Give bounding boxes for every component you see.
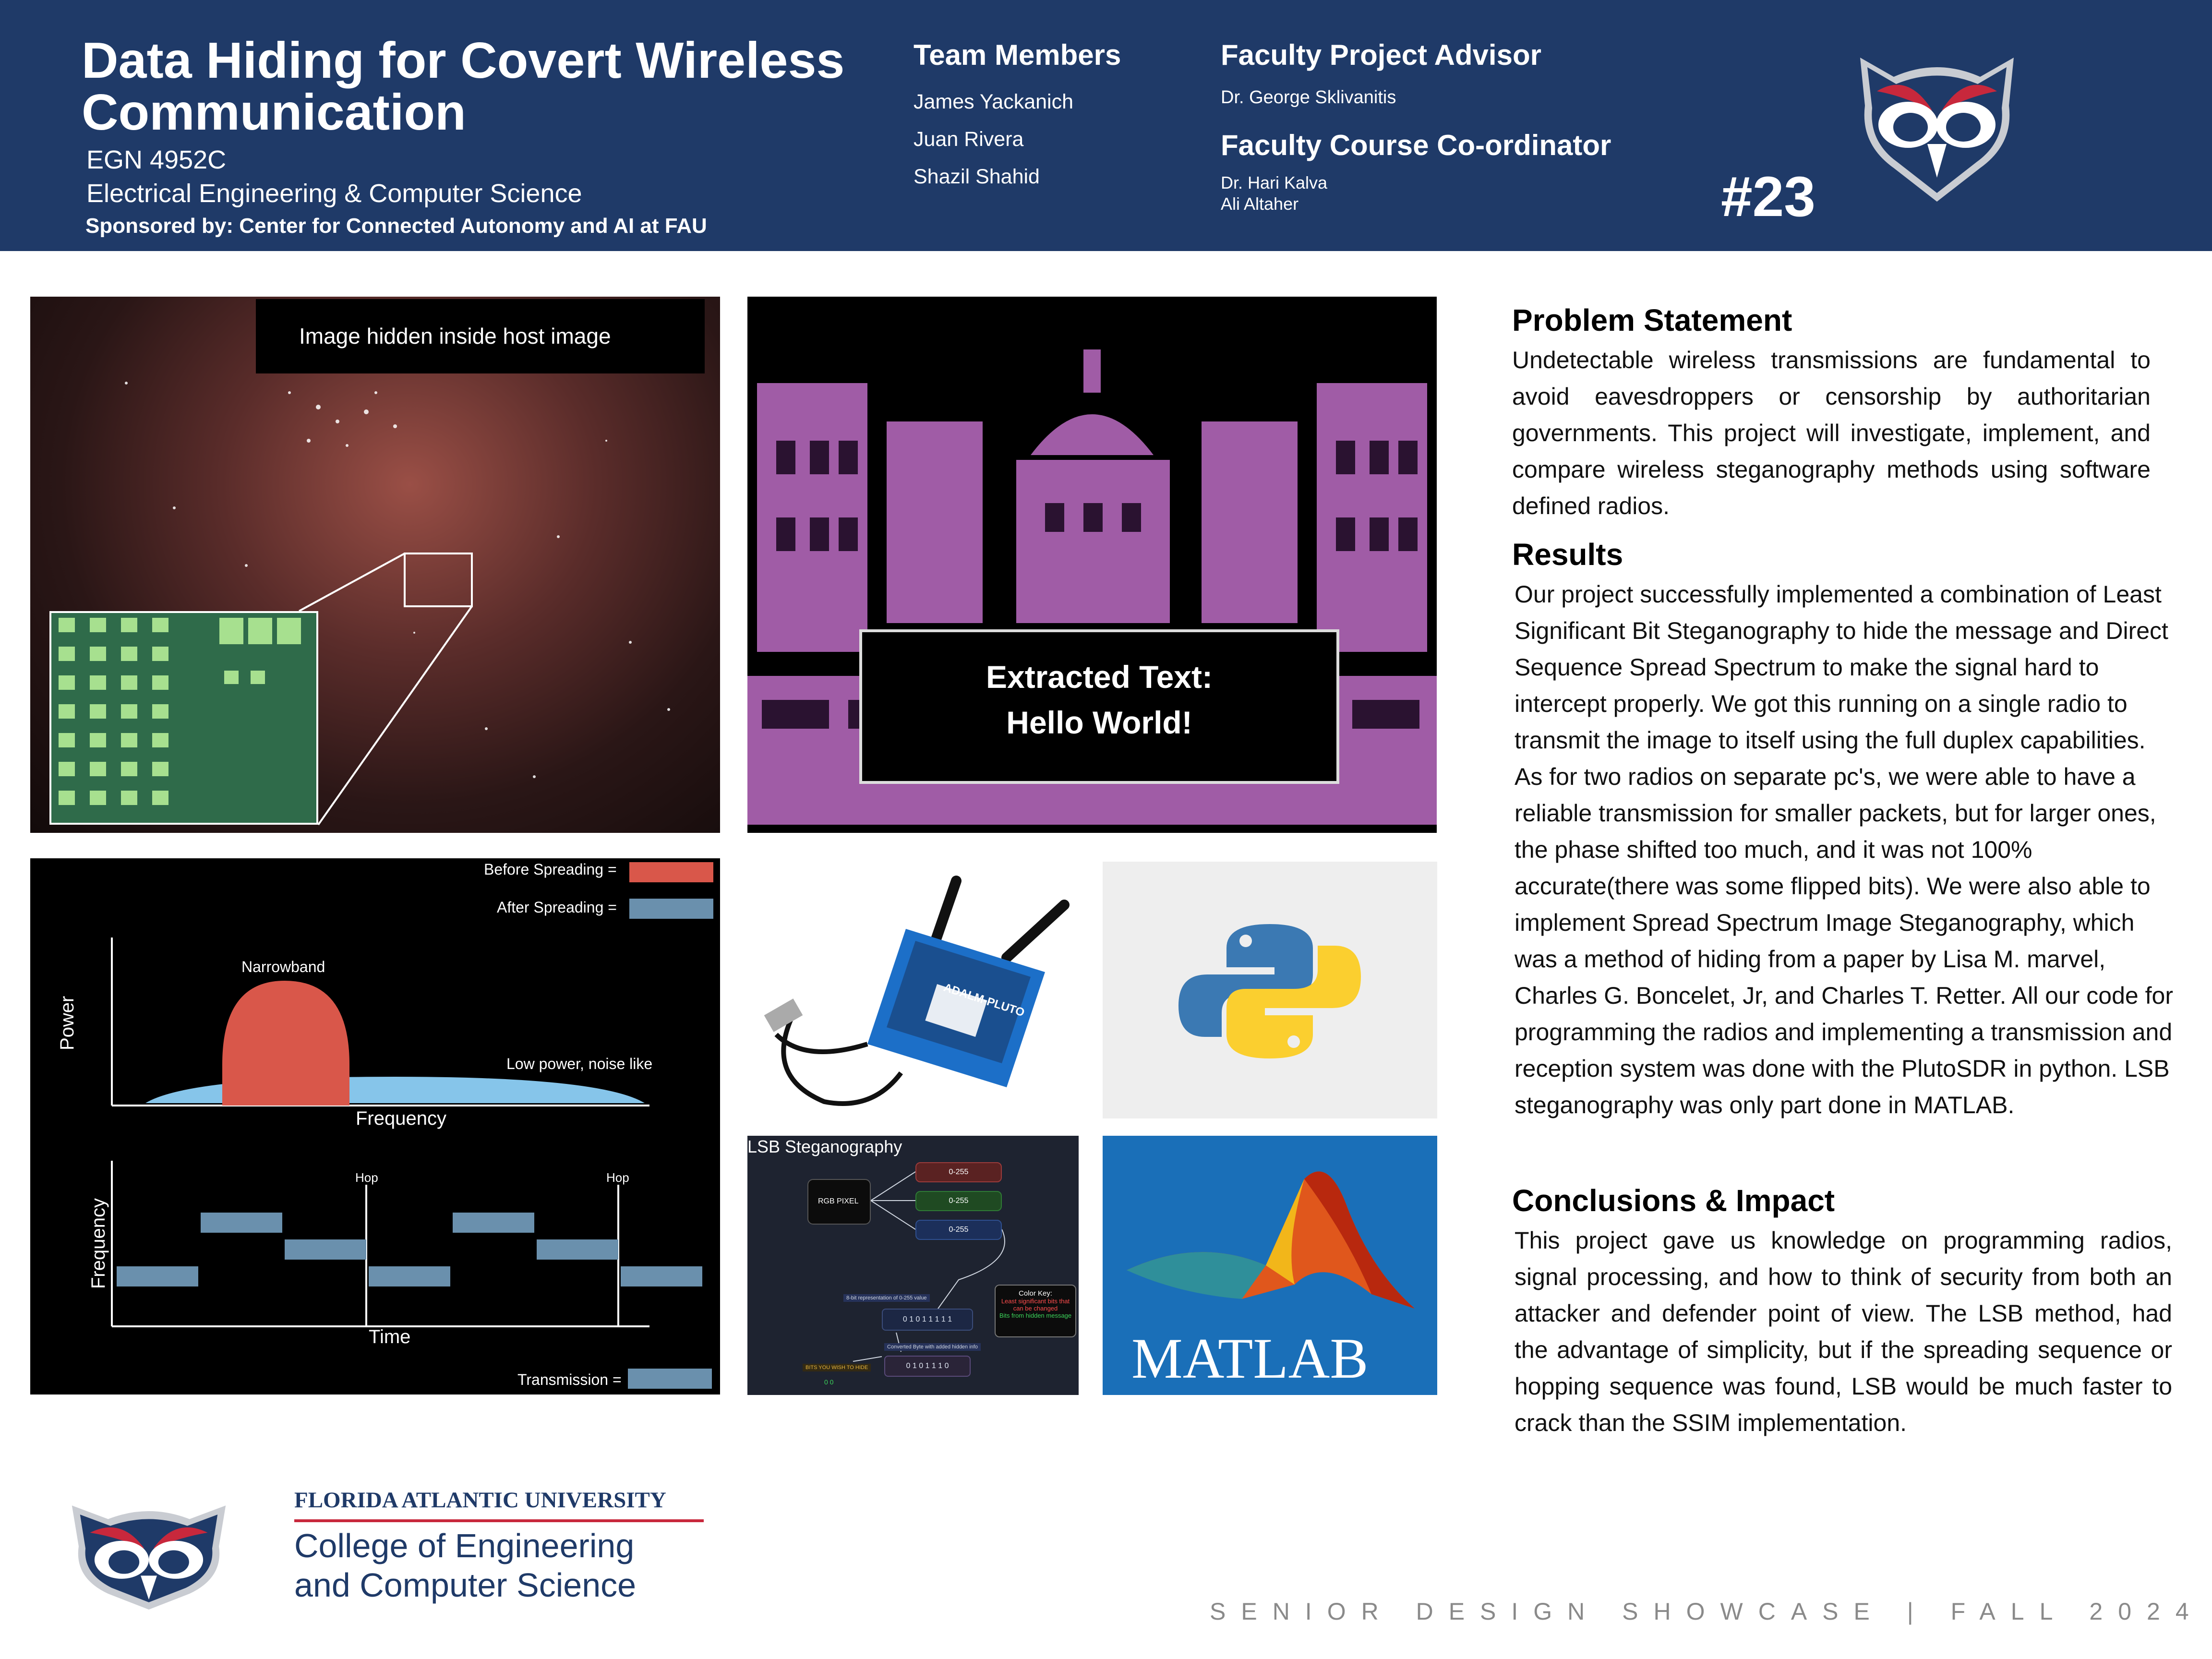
department: Electrical Engineering & Computer Scienc… bbox=[86, 179, 582, 208]
legend-before-label: Before Spreading = bbox=[484, 861, 617, 878]
matlab-wordmark: MATLAB bbox=[1131, 1326, 1369, 1390]
problem-body: Undetectable wireless transmissions are … bbox=[1512, 347, 2151, 519]
footer-divider bbox=[294, 1519, 704, 1522]
castle-stego-image: Extracted Text: Hello World! bbox=[747, 297, 1437, 833]
university-name: FLORIDA ATLANTIC UNIVERSITY bbox=[294, 1488, 666, 1513]
lsb-diagram: LSB Steganography RGB PIXEL 0-255 0-255 … bbox=[747, 1136, 1079, 1395]
results-title: Results bbox=[1512, 537, 1623, 572]
header-banner: Data Hiding for Covert Wireless Communic… bbox=[0, 0, 2212, 251]
coordinator-name: Ali Altaher bbox=[1221, 194, 1299, 214]
team-member: James Yackanich bbox=[914, 90, 1074, 113]
conclusions-body: This project gave us knowledge on progra… bbox=[1515, 1227, 2172, 1436]
blue-channel-node: 0-255 bbox=[915, 1220, 1002, 1240]
conclusions-title: Conclusions & Impact bbox=[1512, 1183, 1835, 1218]
team-member: Juan Rivera bbox=[914, 128, 1024, 151]
stars-icon bbox=[125, 382, 670, 826]
advisor-label: Faculty Project Advisor bbox=[1221, 39, 1541, 71]
python-logo-panel bbox=[1103, 862, 1437, 1118]
hop-label: Hop bbox=[355, 1170, 378, 1185]
course-code: EGN 4952C bbox=[86, 145, 227, 174]
hidden-sprite-sheet bbox=[49, 611, 318, 825]
caption-box: Image hidden inside host image bbox=[256, 299, 705, 373]
legend-before-swatch bbox=[629, 862, 713, 882]
color-key-line: Least significant bits that bbox=[1001, 1298, 1070, 1305]
legend-after-swatch bbox=[629, 899, 713, 919]
frequency-axis-label: Frequency bbox=[356, 1108, 446, 1129]
python-logo-icon bbox=[1178, 924, 1361, 1058]
project-number: #23 bbox=[1721, 165, 1815, 228]
rgb-pixel-node: RGB PIXEL bbox=[807, 1179, 871, 1225]
time-axis-label: Time bbox=[369, 1326, 411, 1347]
byte-node: 0 1 0 1 1 1 1 1 bbox=[882, 1309, 973, 1331]
hide-bits-label: BITS YOU WISH TO HIDE bbox=[803, 1364, 871, 1371]
extracted-message: Hello World! bbox=[1006, 705, 1192, 740]
lsb-note: Converted Byte with added hidden info bbox=[884, 1343, 981, 1351]
advisor-name: Dr. George Sklivanitis bbox=[1221, 87, 1396, 108]
green-channel-node: 0-255 bbox=[915, 1191, 1002, 1211]
sprites-icon bbox=[59, 618, 301, 805]
rgb-pixel-label: RGB PIXEL bbox=[818, 1197, 859, 1205]
matlab-membrane-icon bbox=[1127, 1171, 1415, 1309]
low-power-label: Low power, noise like bbox=[506, 1055, 653, 1072]
extracted-text-box: Extracted Text: Hello World! bbox=[859, 629, 1339, 784]
matlab-logo-panel: MATLAB bbox=[1103, 1136, 1437, 1395]
legend-after-label: After Spreading = bbox=[497, 899, 617, 916]
nebula-caption: Image hidden inside host image bbox=[299, 324, 611, 349]
owl-logo-icon bbox=[1860, 58, 2014, 202]
adalm-pluto-image: ADALM-PLUTO bbox=[747, 862, 1079, 1118]
college-name-line2: and Computer Science bbox=[294, 1566, 637, 1604]
frequency-axis-label-2: Frequency bbox=[88, 1198, 109, 1289]
fau-owl-footer-icon bbox=[72, 1505, 226, 1610]
sponsor: Sponsored by: Center for Connected Auton… bbox=[85, 214, 707, 238]
team-members-label: Team Members bbox=[914, 39, 1121, 71]
college-name-line1: College of Engineering bbox=[294, 1527, 635, 1564]
poster-title: Data Hiding for Covert Wireless Communic… bbox=[82, 32, 845, 141]
transmission-swatch bbox=[628, 1369, 712, 1389]
color-key: Color Key: Least significant bits that c… bbox=[995, 1285, 1076, 1337]
team-member: Shazil Shahid bbox=[914, 165, 1040, 188]
transmission-label: Transmission = bbox=[517, 1371, 622, 1388]
problem-title: Problem Statement bbox=[1512, 303, 1792, 337]
lsb-title: LSB Steganography bbox=[747, 1137, 902, 1156]
sdr-device-icon bbox=[764, 876, 1070, 1106]
showcase-label: SENIOR DESIGN SHOWCASE | FALL 2024 bbox=[1210, 1598, 2204, 1625]
results-body: Our project successfully implemented a c… bbox=[1515, 581, 2173, 1118]
power-axis-label: Power bbox=[57, 996, 78, 1050]
color-key-line: Bits from hidden message bbox=[999, 1312, 1072, 1319]
result-byte-node: 0 1 0 1 1 1 0 bbox=[884, 1356, 971, 1377]
spread-spectrum-diagram: Before Spreading = After Spreading = Nar… bbox=[30, 858, 720, 1395]
hop-label: Hop bbox=[606, 1170, 629, 1185]
color-key-title: Color Key: bbox=[1018, 1289, 1053, 1298]
nebula-host-image: Image hidden inside host image bbox=[30, 297, 720, 833]
color-key-line: can be changed bbox=[1013, 1305, 1058, 1312]
coordinator-label: Faculty Course Co-ordinator bbox=[1221, 129, 1611, 161]
narrowband-label: Narrowband bbox=[241, 958, 325, 975]
red-channel-node: 0-255 bbox=[915, 1162, 1002, 1182]
lsb-flow-lines bbox=[853, 1171, 1005, 1362]
lsb-note: 8-bit representation of 0-255 value bbox=[843, 1294, 930, 1302]
spectrum-plot bbox=[111, 938, 702, 1327]
extracted-label: Extracted Text: bbox=[986, 659, 1213, 695]
coordinator-name: Dr. Hari Kalva bbox=[1221, 173, 1328, 192]
hide-bits-value: 0 0 bbox=[824, 1378, 834, 1386]
